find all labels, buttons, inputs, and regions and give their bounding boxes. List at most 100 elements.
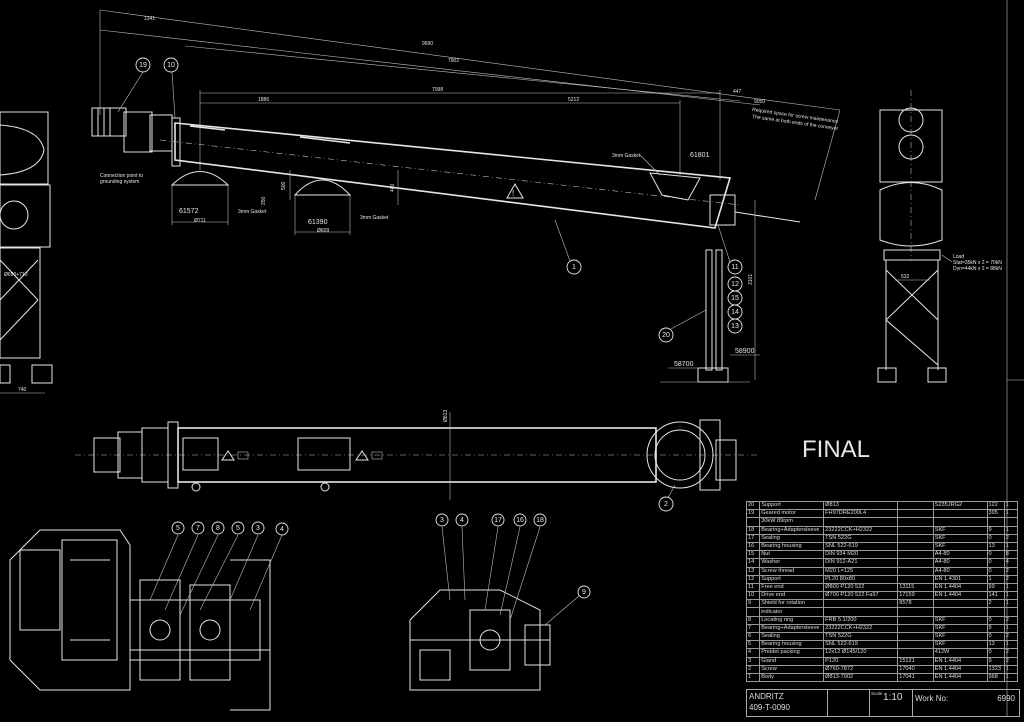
parts-cell: 4	[1003, 558, 1019, 568]
parts-cell: 1	[1003, 623, 1019, 634]
dim-532: 532	[901, 274, 910, 280]
parts-cell: EN 1.4404	[932, 672, 988, 683]
parts-cell: SKF	[932, 640, 988, 650]
parts-cell: Washer	[759, 558, 825, 568]
detail-balloon-18: 18	[509, 513, 547, 621]
parts-cell	[897, 607, 934, 617]
parts-cell: 30kW 89rpm	[759, 517, 825, 527]
parts-cell	[932, 599, 988, 609]
parts-cell: Sealing	[759, 533, 825, 543]
parts-cell: 1	[1003, 591, 1019, 601]
parts-cell	[1003, 607, 1019, 617]
svg-text:5: 5	[176, 525, 180, 532]
parts-cell	[932, 607, 988, 617]
scale-label: Scale	[871, 691, 883, 696]
parts-cell: 1	[1003, 500, 1019, 511]
note-gasket-a: 3mm Gasket	[238, 209, 267, 215]
parts-cell: 1	[1003, 664, 1019, 674]
parts-cell: 17041	[897, 672, 934, 683]
dim-500: 500	[281, 181, 287, 190]
parts-cell: EN 1.4404	[932, 664, 988, 674]
parts-cell: 9	[986, 623, 1005, 634]
parts-cell	[897, 525, 934, 535]
callout-61572: 61572	[179, 208, 199, 215]
parts-cell: Sealing	[759, 631, 825, 642]
parts-cell	[986, 607, 1005, 617]
parts-cell	[897, 640, 934, 650]
plan-view: Ø813 2	[75, 410, 760, 512]
parts-cell: TSN 522G	[823, 533, 899, 543]
svg-text:17: 17	[494, 517, 502, 524]
parts-cell: DIN 934 M20	[823, 550, 899, 560]
parts-cell: 15121	[897, 656, 934, 666]
parts-cell: Bearing housing	[759, 640, 825, 650]
dim-650: Ø650+710	[4, 272, 28, 278]
parts-cell: Ø813	[823, 500, 899, 511]
parts-cell: 395	[986, 509, 1005, 519]
parts-cell: 1	[1003, 541, 1019, 552]
parts-cell: 20	[745, 500, 761, 511]
parts-cell: 2	[1003, 656, 1019, 666]
parts-cell: SKF	[932, 623, 988, 634]
parts-cell: 1	[1003, 672, 1019, 683]
title-block: ANDRITZ 409-T-0090 Scale 1:10 Work No: 6…	[746, 689, 1020, 717]
parts-cell: S235JRG2	[932, 500, 988, 511]
support-inlet-2	[293, 179, 352, 196]
balloon-12: 12	[727, 276, 743, 292]
note-gasket-b: 3mm Gasket	[360, 215, 389, 221]
dim-1341: 1341	[144, 16, 155, 22]
parts-cell: 23222CCK+H2322	[823, 525, 899, 535]
parts-cell: 7	[745, 623, 761, 634]
detail-balloon-4b: 4	[455, 513, 469, 601]
parts-cell: SNL 522-619	[823, 541, 899, 552]
parts-cell	[823, 607, 899, 617]
parts-cell: Gland	[759, 656, 825, 666]
parts-cell: 1	[1003, 640, 1019, 650]
dim-9690: 9690	[422, 41, 433, 47]
parts-cell	[897, 550, 934, 560]
plan-flange	[646, 421, 714, 489]
parts-cell: SKF	[932, 631, 988, 642]
dim-740: 740	[18, 387, 27, 393]
parts-cell: TSN 522G	[823, 631, 899, 642]
callout-58700: 58700	[674, 361, 694, 368]
parts-cell	[897, 631, 934, 642]
svg-text:1: 1	[572, 264, 576, 271]
parts-cell: 2	[1003, 574, 1019, 584]
parts-cell: 12	[745, 574, 761, 584]
drawing-number: 409-T-0090	[749, 703, 790, 712]
parts-cell: 6	[745, 631, 761, 642]
parts-cell: 8	[1003, 550, 1019, 560]
parts-cell: 0	[986, 566, 1005, 576]
dim-3101: 3101	[748, 274, 754, 285]
svg-text:5: 5	[236, 525, 240, 532]
parts-cell: indicator	[759, 607, 825, 617]
warning-mark: !	[512, 189, 514, 198]
parts-cell: 1	[1003, 582, 1019, 593]
parts-cell: Screw	[759, 664, 825, 674]
parts-cell: 9	[986, 656, 1005, 666]
parts-cell: 17040	[897, 664, 934, 674]
svg-text:8: 8	[216, 525, 220, 532]
parts-cell: 9	[745, 599, 761, 609]
parts-cell: 2	[1003, 615, 1019, 625]
parts-cell	[745, 607, 761, 617]
detail-balloon-3a: 3	[229, 521, 265, 601]
balloon-19: 19	[117, 57, 151, 113]
parts-cell	[1003, 517, 1019, 527]
balloon-1: 1	[554, 219, 582, 275]
parts-cell: EN 1.4404	[932, 582, 988, 593]
parts-cell: 17	[745, 533, 761, 543]
parts-cell: 14	[745, 558, 761, 568]
svg-text:3: 3	[256, 525, 260, 532]
parts-cell: Bearing+Adaptersleeve	[759, 623, 825, 634]
detail-balloon-16: 16	[499, 513, 527, 616]
parts-cell: Geared motor	[759, 509, 825, 519]
load-dynamic: Dyn=44kN x 2 = 88kN	[953, 266, 1002, 272]
scale-value: 1:10	[883, 692, 903, 703]
